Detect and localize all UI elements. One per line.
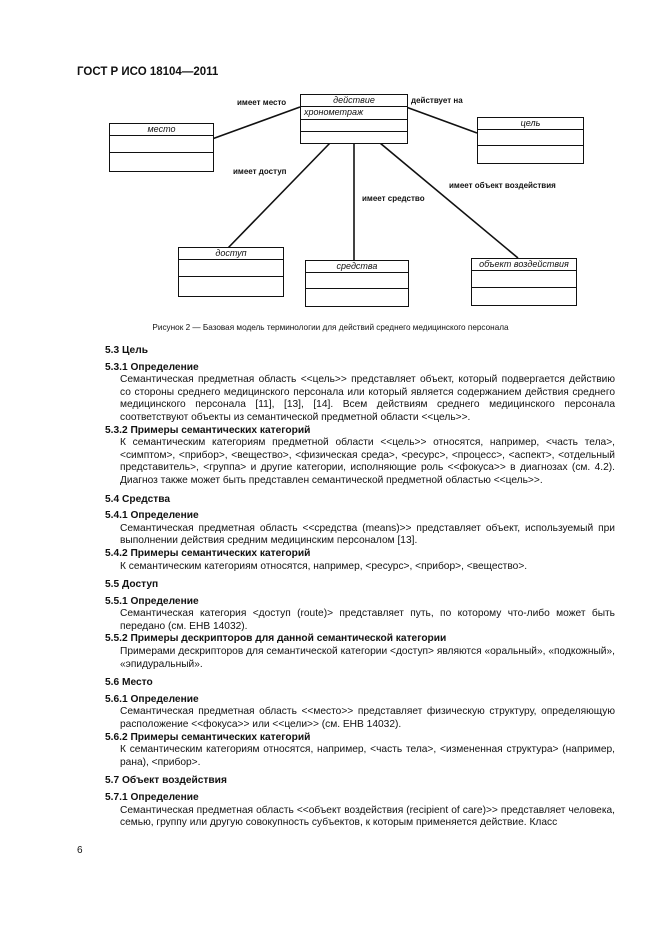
paragraph-5-4-1: Семантическая предметная область <<средс…: [120, 522, 615, 547]
paragraph-5-5-1: Семантическая категория <доступ (route)>…: [120, 608, 615, 632]
figure-caption: Рисунок 2 — Базовая модель терминологии …: [152, 323, 509, 332]
paragraph-5-5-2: Примерами дескрипторов для семантической…: [120, 646, 615, 670]
section-heading-5-6-1: 5.6.1 Определение: [105, 693, 199, 705]
relation-label-has-place: имеет место: [237, 98, 287, 107]
paragraph-5-6-2: К семантическим категориям относятся, на…: [120, 744, 615, 768]
section-heading-5-5-2: 5.5.2 Примеры дескрипторов для данной се…: [105, 633, 447, 645]
paragraph-5-6-1: Семантическая предметная область <<место…: [120, 706, 615, 731]
class-title-means: средства: [306, 261, 408, 273]
section-heading-5-7: 5.7 Объект воздействия: [105, 775, 227, 787]
class-box-route: доступ: [178, 247, 284, 297]
connector-has-place: [211, 106, 301, 140]
section-heading-5-5-1: 5.5.1 Определение: [105, 595, 199, 607]
relation-label-has-recipient: имеет объект воздействия: [449, 181, 556, 190]
relation-label-acts-on: действует на: [411, 96, 463, 105]
class-title-target: цель: [478, 118, 583, 130]
class-box-place: место: [109, 123, 214, 172]
paragraph-5-3-2: К семантическим категориям предметной об…: [120, 437, 615, 486]
page-header: ГОСТ Р ИСО 18104—2011: [77, 66, 219, 78]
document-body: 5.3 Цель 5.3.1 Определение Семантическая…: [105, 345, 615, 830]
section-heading-5-5: 5.5 Доступ: [105, 579, 159, 591]
connector-acts-on: [405, 106, 478, 134]
class-title-place: место: [110, 124, 213, 136]
page-number: 6: [77, 845, 83, 856]
section-heading-5-4-1: 5.4.1 Определение: [105, 510, 199, 522]
class-title-recipient: объект воздействия: [472, 259, 576, 271]
class-box-means: средства: [305, 260, 409, 307]
section-heading-5-3-2: 5.3.2 Примеры семантических категорий: [105, 424, 311, 436]
relation-label-has-means: имеет средство: [362, 194, 425, 203]
paragraph-5-4-2: К семантическим категориям относятся, на…: [120, 560, 528, 572]
uml-diagram-lines: [211, 106, 519, 260]
class-title-action: действие: [301, 95, 407, 107]
section-heading-5-3: 5.3 Цель: [105, 345, 148, 356]
class-box-action: действие хронометраж: [300, 94, 408, 144]
section-heading-5-4-2: 5.4.2 Примеры семантических категорий: [105, 547, 311, 559]
class-box-target: цель: [477, 117, 584, 164]
connector-has-route: [227, 142, 331, 249]
section-heading-5-6: 5.6 Место: [105, 677, 153, 689]
class-title-route: доступ: [179, 248, 283, 260]
section-heading-5-6-2: 5.6.2 Примеры семантических категорий: [105, 731, 311, 743]
class-box-recipient: объект воздействия: [471, 258, 577, 306]
class-attribute-timing: хронометраж: [301, 107, 407, 120]
section-heading-5-3-1: 5.3.1 Определение: [105, 361, 199, 373]
connector-has-recipient: [379, 142, 519, 259]
section-heading-5-7-1: 5.7.1 Определение: [105, 792, 199, 803]
paragraph-5-7-1: Семантическая предметная область <<объек…: [120, 804, 615, 829]
section-heading-5-4: 5.4 Средства: [105, 493, 171, 505]
relation-label-has-route: имеет доступ: [233, 167, 287, 176]
paragraph-5-3-1: Семантическая предметная область <<цель>…: [120, 374, 615, 423]
